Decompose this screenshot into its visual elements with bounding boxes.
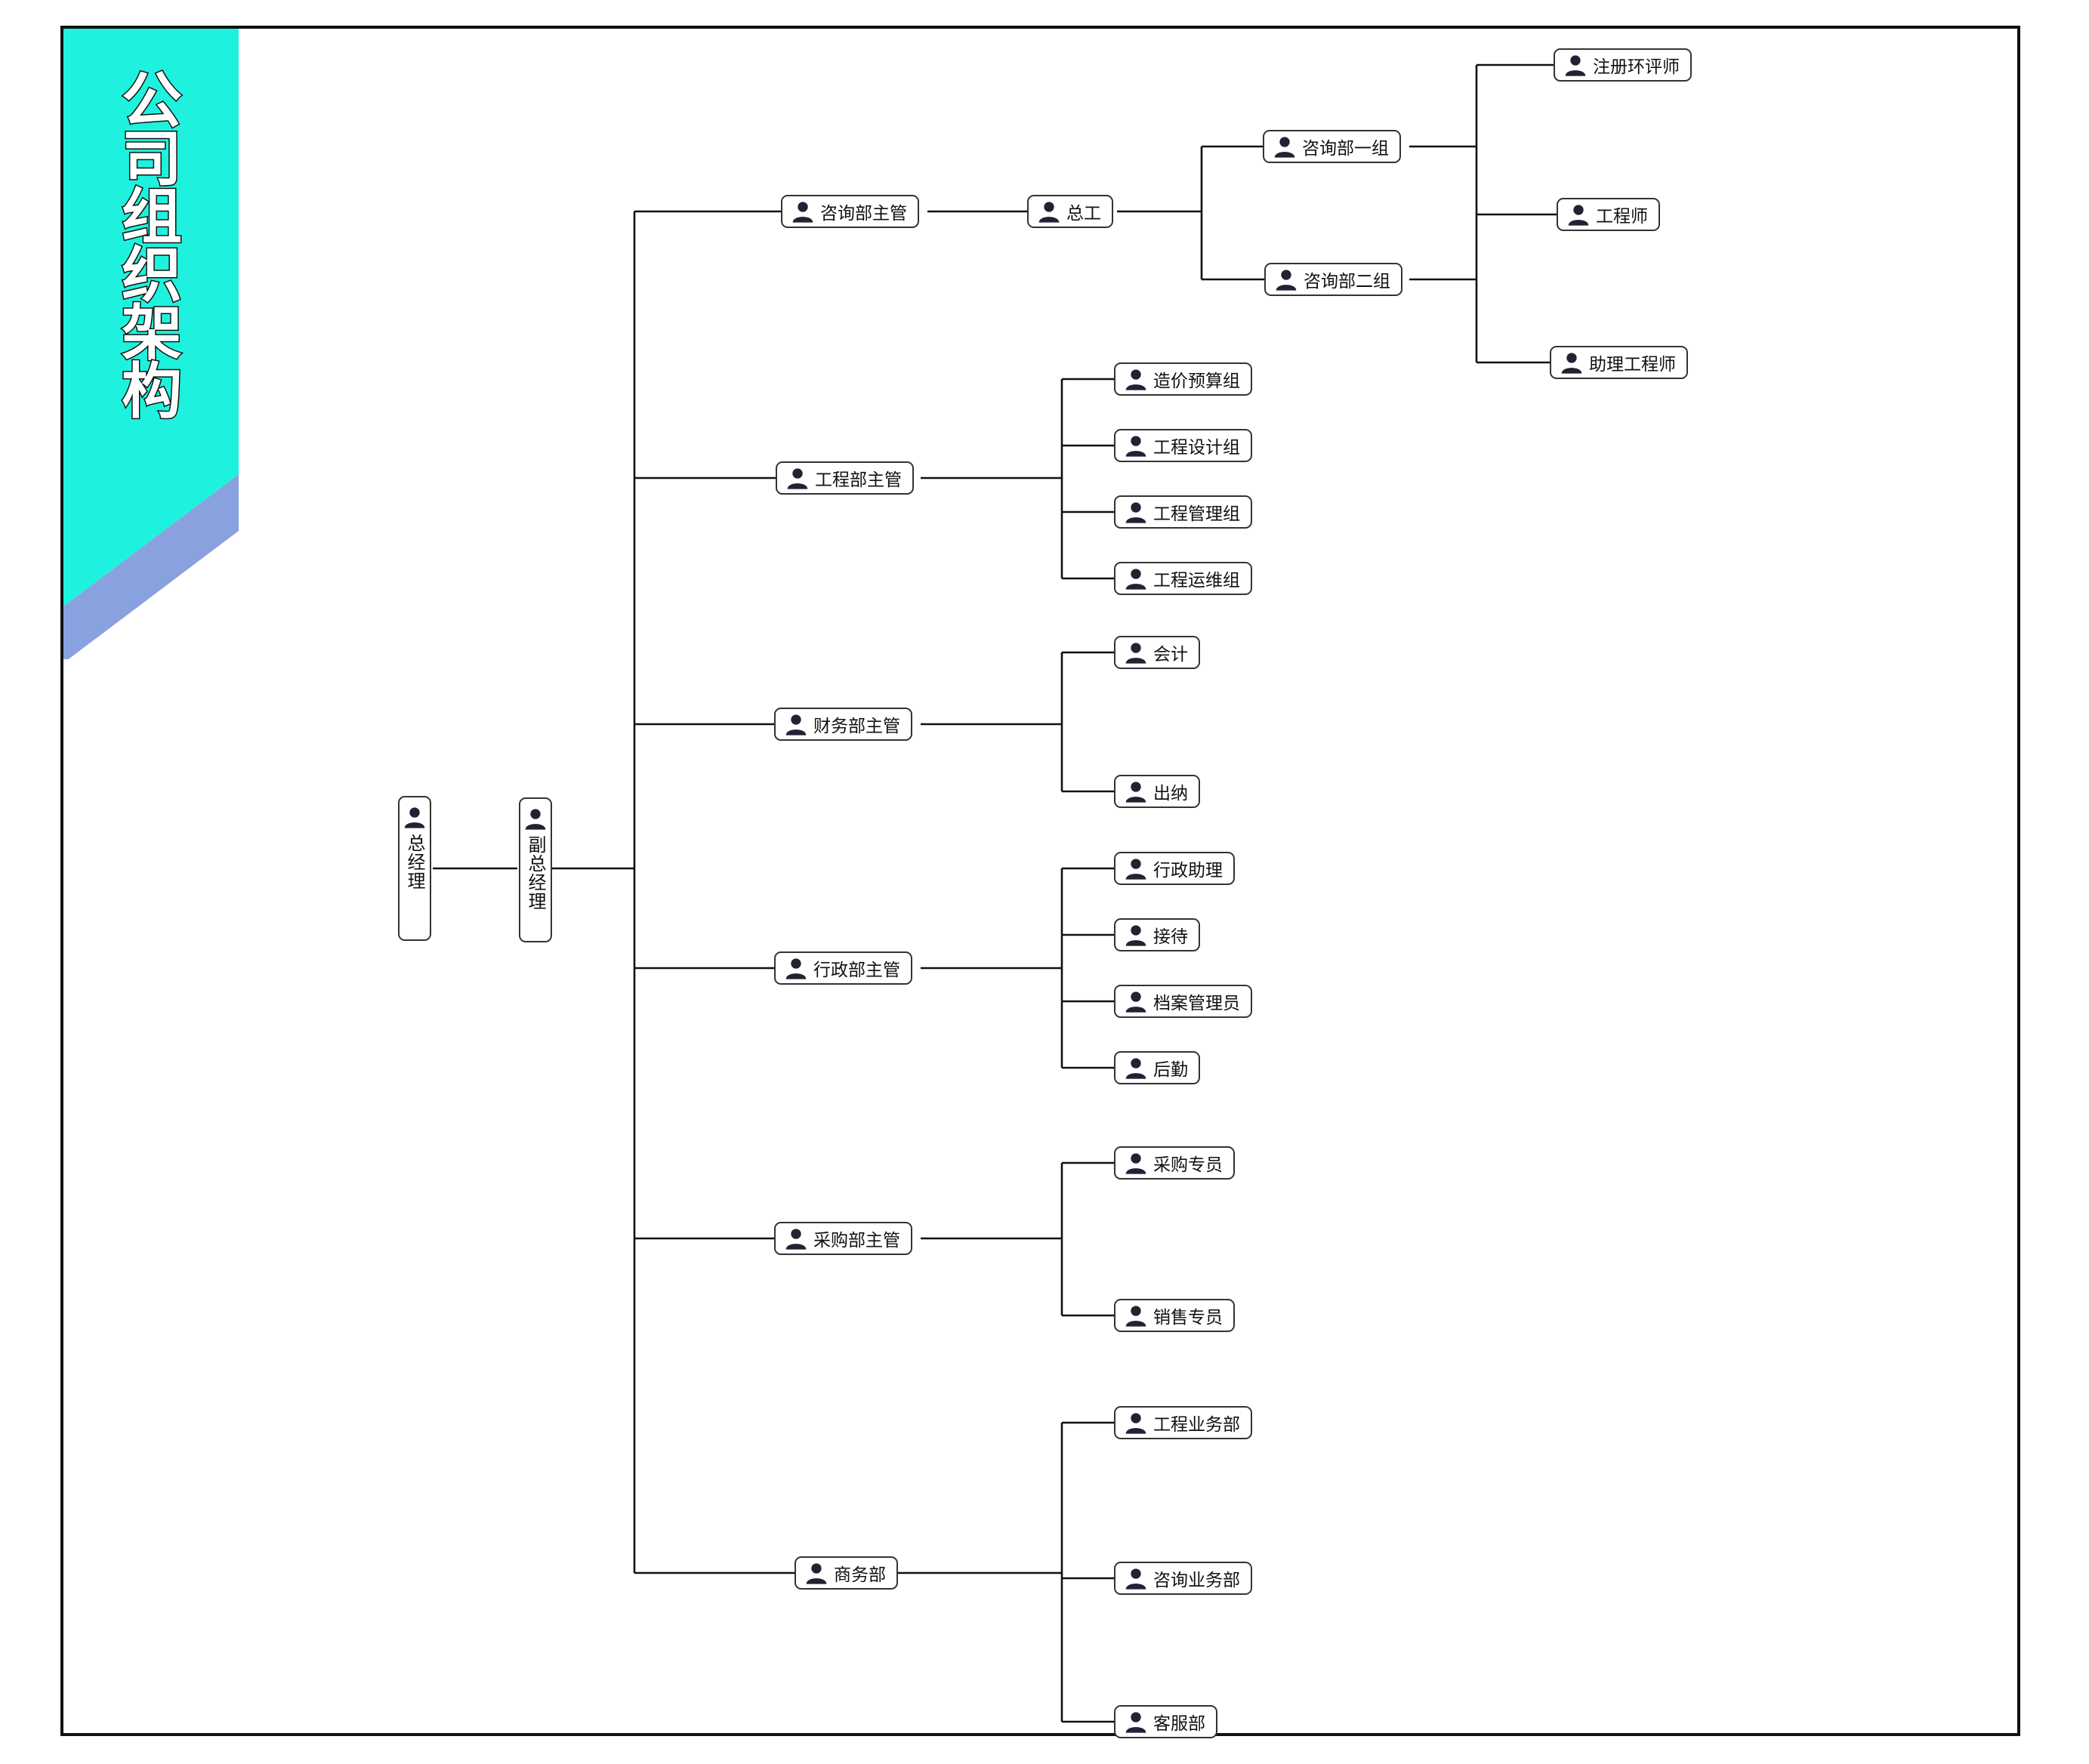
node-label: 咨询部一组	[1302, 139, 1389, 159]
page-title: 公司组织架构	[110, 65, 193, 427]
node-admin-child[interactable]: 后勤	[1114, 1051, 1200, 1084]
node-label: 行政助理	[1153, 861, 1223, 880]
person-icon	[1125, 782, 1146, 803]
node-label: 总经理	[404, 834, 425, 890]
node-label: 咨询业务部	[1153, 1571, 1240, 1590]
node-role-assistant-engineer[interactable]: 助理工程师	[1550, 346, 1688, 379]
node-engineering-head[interactable]: 工程部主管	[776, 461, 914, 495]
node-label: 工程管理组	[1153, 504, 1240, 524]
title-char: 司	[121, 123, 184, 194]
person-icon	[1125, 925, 1146, 946]
person-icon	[1125, 1306, 1146, 1327]
person-icon	[1276, 270, 1297, 291]
node-label: 出纳	[1153, 784, 1188, 803]
node-label: 总工	[1066, 204, 1101, 224]
title-char: 架	[121, 298, 184, 369]
node-label: 助理工程师	[1589, 355, 1676, 375]
node-label: 销售专员	[1153, 1308, 1223, 1328]
person-icon	[1565, 55, 1586, 76]
title-banner	[63, 29, 239, 659]
node-consulting-group-2[interactable]: 咨询部二组	[1264, 263, 1402, 296]
node-finance-child[interactable]: 会计	[1114, 636, 1200, 669]
node-purchasing-head[interactable]: 采购部主管	[774, 1222, 912, 1255]
node-role-engineer[interactable]: 工程师	[1557, 198, 1660, 231]
person-icon	[1125, 1712, 1146, 1733]
person-icon	[404, 807, 425, 828]
node-purchasing-child[interactable]: 采购专员	[1114, 1146, 1235, 1180]
node-business-child[interactable]: 咨询业务部	[1114, 1562, 1252, 1595]
person-icon	[792, 202, 813, 223]
person-icon	[1125, 1568, 1146, 1590]
banner-fill	[63, 29, 239, 606]
node-label: 后勤	[1153, 1060, 1188, 1080]
node-label: 工程运维组	[1153, 571, 1240, 591]
node-label: 工程业务部	[1153, 1415, 1240, 1435]
person-icon	[785, 1229, 807, 1250]
person-icon	[1274, 137, 1295, 158]
node-label: 采购专员	[1153, 1155, 1223, 1175]
node-role-registered-eia[interactable]: 注册环评师	[1554, 48, 1692, 82]
person-icon	[1125, 991, 1146, 1013]
person-icon	[787, 468, 808, 489]
node-engineering-child[interactable]: 工程运维组	[1114, 562, 1252, 595]
person-icon	[1125, 369, 1146, 390]
node-business-child[interactable]: 工程业务部	[1114, 1406, 1252, 1439]
node-business-child[interactable]: 客服部	[1114, 1705, 1217, 1738]
title-char: 组	[121, 181, 184, 252]
person-icon	[1125, 569, 1146, 590]
node-label: 注册环评师	[1593, 57, 1680, 77]
person-icon	[1125, 1058, 1146, 1079]
node-label: 工程师	[1596, 207, 1648, 227]
node-label: 财务部主管	[813, 717, 900, 736]
node-label: 咨询部主管	[820, 204, 907, 224]
chart-frame	[60, 26, 2020, 1736]
person-icon	[1038, 202, 1060, 223]
node-engineering-child[interactable]: 工程管理组	[1114, 495, 1252, 529]
node-label: 工程设计组	[1153, 438, 1240, 458]
node-admin-head[interactable]: 行政部主管	[774, 951, 912, 985]
node-general-manager[interactable]: 总经理	[398, 796, 431, 941]
node-finance-child[interactable]: 出纳	[1114, 775, 1200, 808]
node-label: 采购部主管	[813, 1231, 900, 1251]
title-char: 织	[121, 239, 184, 310]
node-label: 副总经理	[525, 835, 546, 911]
node-label: 接待	[1153, 927, 1188, 947]
node-consulting-group-1[interactable]: 咨询部一组	[1263, 130, 1401, 163]
title-char: 构	[121, 356, 184, 427]
person-icon	[785, 958, 807, 979]
node-label: 行政部主管	[813, 961, 900, 980]
node-label: 客服部	[1153, 1714, 1205, 1734]
node-finance-head[interactable]: 财务部主管	[774, 708, 912, 741]
banner-accent	[63, 474, 239, 659]
person-icon	[1568, 205, 1589, 226]
node-engineering-child[interactable]: 造价预算组	[1114, 362, 1252, 396]
title-char: 公	[121, 65, 184, 136]
person-icon	[525, 809, 546, 830]
person-icon	[1561, 353, 1582, 374]
node-label: 档案管理员	[1153, 994, 1240, 1013]
person-icon	[1125, 643, 1146, 664]
node-deputy-general-manager[interactable]: 副总经理	[519, 797, 552, 942]
node-label: 咨询部二组	[1304, 272, 1390, 291]
node-engineering-child[interactable]: 工程设计组	[1114, 429, 1252, 462]
node-purchasing-child[interactable]: 销售专员	[1114, 1299, 1235, 1332]
person-icon	[1125, 859, 1146, 880]
node-business-dept[interactable]: 商务部	[795, 1556, 898, 1590]
person-icon	[1125, 1413, 1146, 1434]
node-label: 商务部	[834, 1565, 886, 1585]
person-icon	[785, 714, 807, 736]
node-label: 造价预算组	[1153, 372, 1240, 391]
node-label: 会计	[1153, 645, 1188, 665]
node-consulting-head[interactable]: 咨询部主管	[781, 195, 919, 228]
person-icon	[1125, 1153, 1146, 1174]
node-admin-child[interactable]: 行政助理	[1114, 852, 1235, 885]
person-icon	[806, 1563, 827, 1584]
node-admin-child[interactable]: 接待	[1114, 918, 1200, 951]
node-admin-child[interactable]: 档案管理员	[1114, 985, 1252, 1018]
node-label: 工程部主管	[815, 470, 902, 490]
node-chief-engineer[interactable]: 总工	[1027, 195, 1113, 228]
person-icon	[1125, 436, 1146, 457]
person-icon	[1125, 502, 1146, 523]
